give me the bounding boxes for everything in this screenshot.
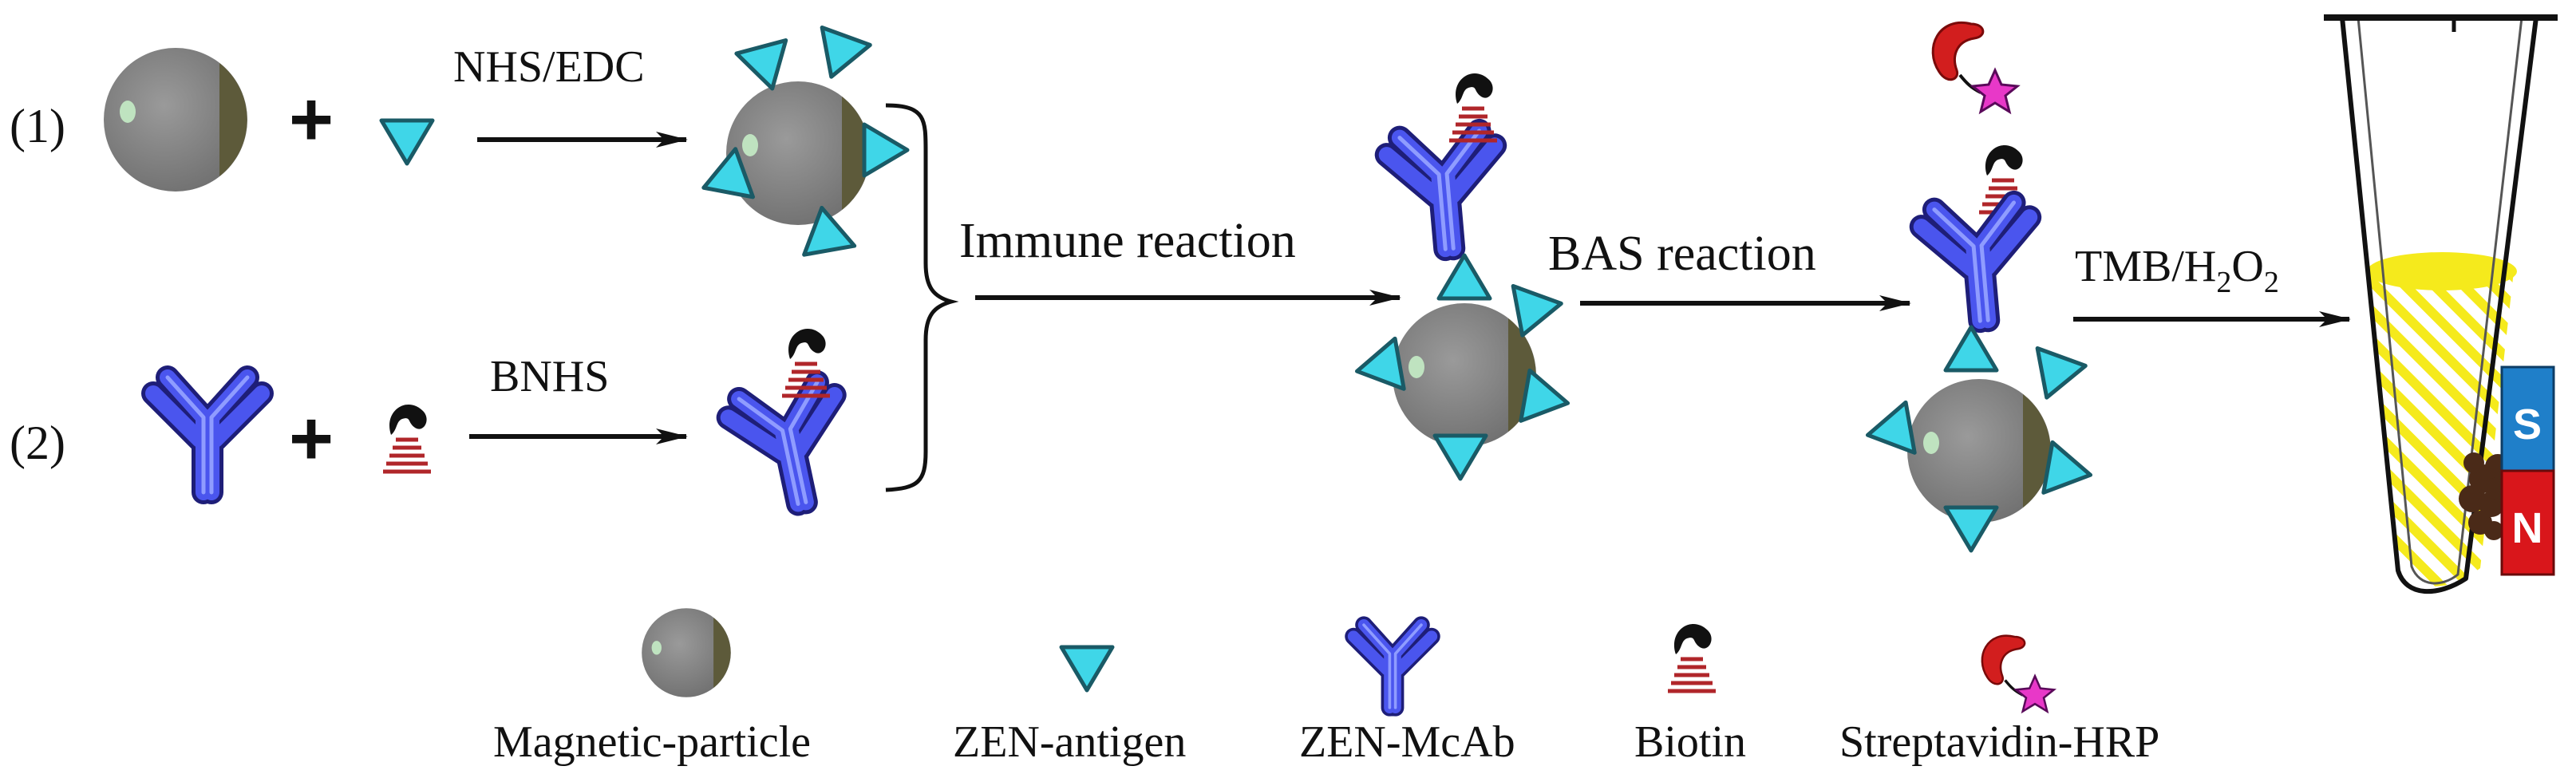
legend-magnetic-particle: Magnetic-particle	[493, 717, 811, 767]
biotinylated-mcab	[725, 329, 855, 515]
zen-mcab	[153, 377, 262, 492]
magnet-north-pole	[2500, 469, 2555, 576]
tmb-subscript-2: 2	[2264, 266, 2279, 299]
legend-streptavidin-hrp: Streptavidin-HRP	[1839, 717, 2159, 767]
legend-streptavidin-hrp-icon	[1981, 634, 2056, 713]
tmb-h2o2-label: TMB/H2O2	[2075, 242, 2279, 299]
bnhs-label: BNHS	[490, 352, 609, 401]
legend-magnetic-particle-icon	[642, 608, 731, 697]
reaction-tube	[2324, 14, 2558, 594]
tmb-subscript-1: 2	[2216, 266, 2231, 299]
legend-biotin-icon	[1668, 624, 1716, 691]
immune-complex	[1353, 73, 1572, 479]
legend-biotin: Biotin	[1634, 717, 1746, 767]
magnet-north-label: N	[2512, 504, 2543, 552]
magnet-south-label: S	[2513, 401, 2542, 448]
legend: Magnetic-particle ZEN-antigen ZEN-McAb B…	[493, 608, 2159, 767]
plus-sign-2: +	[289, 396, 334, 481]
curly-brace	[885, 103, 959, 492]
legend-zen-mcab-icon	[1353, 625, 1432, 708]
legend-zen-mcab: ZEN-McAb	[1299, 717, 1515, 767]
bas-reaction-label: BAS reaction	[1548, 227, 1816, 281]
biotin	[383, 405, 431, 472]
step-1-label: (1)	[10, 100, 65, 152]
legend-zen-antigen: ZEN-antigen	[953, 717, 1186, 767]
magnet: S N	[2500, 365, 2555, 576]
nhs-edc-label: NHS/EDC	[453, 42, 645, 92]
magnetic-particle	[104, 48, 247, 192]
tmb-o-text: O	[2231, 242, 2263, 291]
particle-aggregate	[2459, 452, 2511, 540]
immune-reaction-label: Immune reaction	[959, 214, 1296, 268]
bas-complex	[1863, 21, 2095, 551]
legend-zen-antigen-icon	[1061, 647, 1112, 690]
antigen-coated-particle	[695, 28, 907, 255]
step-2-label: (2)	[10, 417, 65, 469]
solution-surface	[2367, 252, 2517, 290]
tmb-text: TMB/H	[2075, 242, 2216, 291]
zen-antigen	[381, 120, 433, 164]
plus-sign: +	[289, 77, 334, 162]
magnet-south-pole	[2500, 365, 2555, 472]
